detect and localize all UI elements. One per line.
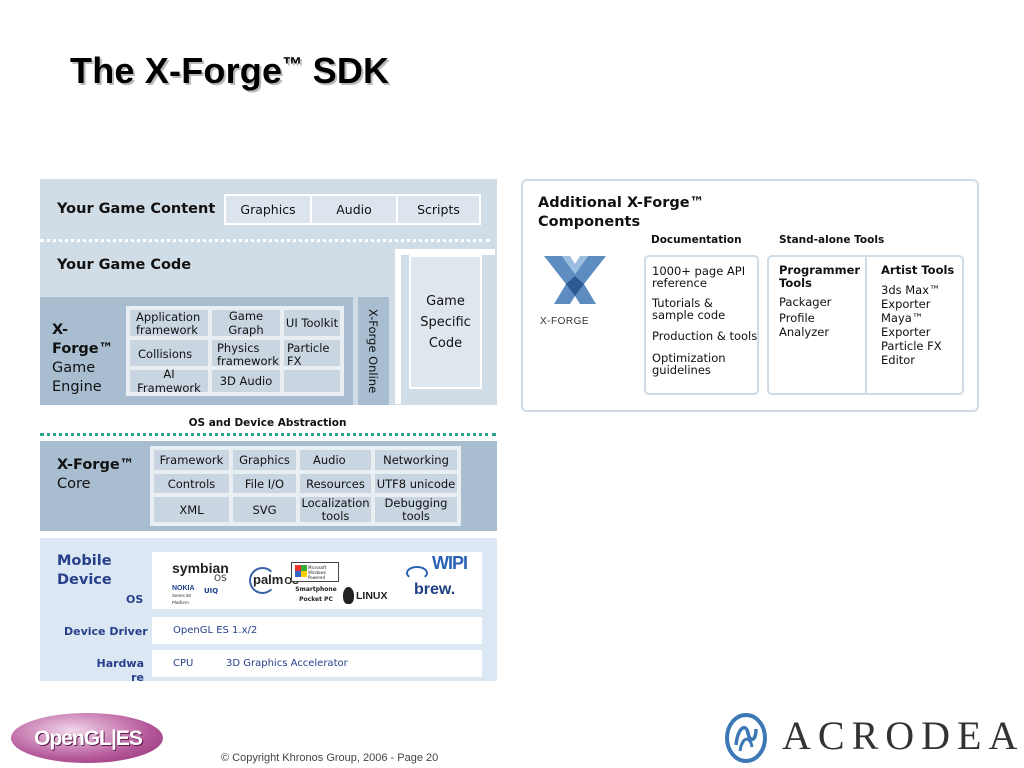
hardware-row	[152, 650, 482, 677]
brew-logo: brew.	[414, 581, 456, 598]
page-title: The X-Forge™ SDK	[70, 50, 390, 91]
tool-maya-exporter: Maya™ Exporter	[881, 311, 931, 339]
device-driver-row	[152, 617, 482, 644]
tux-icon	[343, 587, 354, 604]
content-graphics: Graphics	[226, 196, 312, 223]
core-file-io: File I/O	[231, 472, 298, 495]
game-specific-box: Game Specific Code	[409, 255, 482, 389]
tool-profile-analyzer: Profile Analyzer	[779, 311, 830, 339]
os-abstraction-label: OS and Device Abstraction	[188, 417, 347, 429]
symbian-logo: symbian	[172, 560, 229, 576]
core-xml: XML	[152, 495, 231, 524]
acrodea-swirl-icon	[724, 713, 768, 763]
core-localization: Localization tools	[298, 495, 373, 524]
xforge-logo-text: X-FORGE	[540, 316, 590, 327]
engine-app-framework: Application framework	[128, 308, 210, 338]
device-driver-label: Device Driver	[64, 625, 148, 638]
documentation-list: 1000+ page API reference Tutorials & sam…	[652, 265, 758, 376]
core-debugging: Debugging tools	[373, 495, 459, 524]
xforge-online-bar	[358, 297, 389, 405]
engine-ui-toolkit: UI Toolkit	[282, 308, 342, 338]
core-svg: SVG	[231, 495, 298, 524]
tool-3dsmax-exporter: 3ds Max™ Exporter	[881, 283, 941, 311]
linux-logo: LINUX	[356, 590, 388, 602]
core-framework: Framework	[152, 448, 231, 472]
acrodea-logo: ACRODEA	[782, 713, 1024, 758]
symbian-os-text: OS	[214, 574, 227, 584]
doc-item-api: 1000+ page API reference	[652, 264, 746, 290]
mobile-device-label: Mobile Device	[57, 553, 112, 588]
standalone-divider	[865, 256, 867, 394]
documentation-box	[644, 255, 759, 395]
engine-collisions: Collisions	[128, 338, 210, 368]
os-abstraction-divider	[40, 433, 496, 436]
engine-particle-fx: Particle FX system	[282, 338, 342, 381]
xforge-logo	[540, 254, 610, 326]
engine-3d-audio: 3D Audio	[210, 368, 282, 394]
game-content-label: Your Game Content	[57, 201, 216, 217]
os-label: OS	[126, 593, 144, 606]
core-graphics: Graphics	[231, 448, 298, 472]
core-utf8-unicode: UTF8 unicode	[373, 472, 459, 495]
core-resources: Resources	[298, 472, 373, 495]
xforge-online-label: X-Forge Online	[366, 308, 380, 394]
engine-physics: Physics framework	[210, 338, 282, 368]
opengl-es-logo-text: OpenGL|ES	[34, 727, 143, 750]
game-code-label: Your Game Code	[57, 257, 192, 273]
core-controls: Controls	[152, 472, 231, 495]
engine-empty-cell	[282, 368, 342, 394]
tool-particle-fx-editor: Particle FX Editor	[881, 339, 942, 367]
doc-item-tutorials: Tutorials & sample code	[652, 296, 726, 322]
windows-flag-icon-bottom	[295, 571, 307, 577]
game-content-items	[224, 194, 481, 225]
nokia-logo: NOKIA Series 60 Platform	[172, 585, 195, 605]
core-label: X-Forge™ Core	[57, 457, 135, 492]
engine-label: X- Forge™ Game Engine	[52, 322, 114, 395]
hardware-label: Hardware	[96, 657, 144, 684]
engine-game-graph: Game Graph	[210, 308, 282, 338]
copyright-footer: © Copyright Khronos Group, 2006 - Page 2…	[221, 752, 439, 764]
content-scripts: Scripts	[417, 202, 460, 217]
documentation-header: Documentation	[651, 234, 742, 246]
wipi-logo: WIPI	[432, 553, 468, 573]
device-driver-value: OpenGL ES 1.x/2	[173, 625, 258, 636]
hardware-gpu: 3D Graphics Accelerator	[226, 658, 348, 669]
artist-tools-header: Artist Tools	[881, 263, 955, 277]
acrodea-emblem-icon	[725, 713, 767, 763]
smartphone-label: Smartphone Pocket PC	[295, 586, 337, 603]
hardware-cpu: CPU	[173, 658, 194, 669]
programmer-tools: Programmer Tools Packager Profile Analyz…	[779, 263, 863, 340]
opengl-es-logo	[11, 713, 163, 763]
additional-components-title: Additional X-Forge™ Components	[538, 195, 705, 230]
engine-ai-framework: AI Framework	[128, 367, 210, 395]
xforge-x-icon	[544, 256, 606, 304]
core-audio: Audio	[298, 448, 373, 472]
programmer-tools-header: Programmer Tools	[779, 263, 861, 290]
doc-item-optimization: Optimization guidelines	[652, 351, 726, 377]
core-networking: Networking	[373, 448, 459, 472]
artist-tools: Artist Tools 3ds Max™ Exporter Maya™ Exp…	[881, 263, 961, 368]
uiq-logo: UIQ	[204, 587, 219, 595]
brew-swirl-icon	[406, 566, 428, 580]
content-divider	[40, 239, 490, 242]
content-audio: Audio	[312, 196, 398, 223]
tool-packager: Packager	[779, 295, 832, 309]
standalone-header: Stand-alone Tools	[779, 234, 885, 246]
doc-item-production: Production & tools	[652, 329, 758, 343]
palm-swirl-icon	[249, 567, 276, 594]
